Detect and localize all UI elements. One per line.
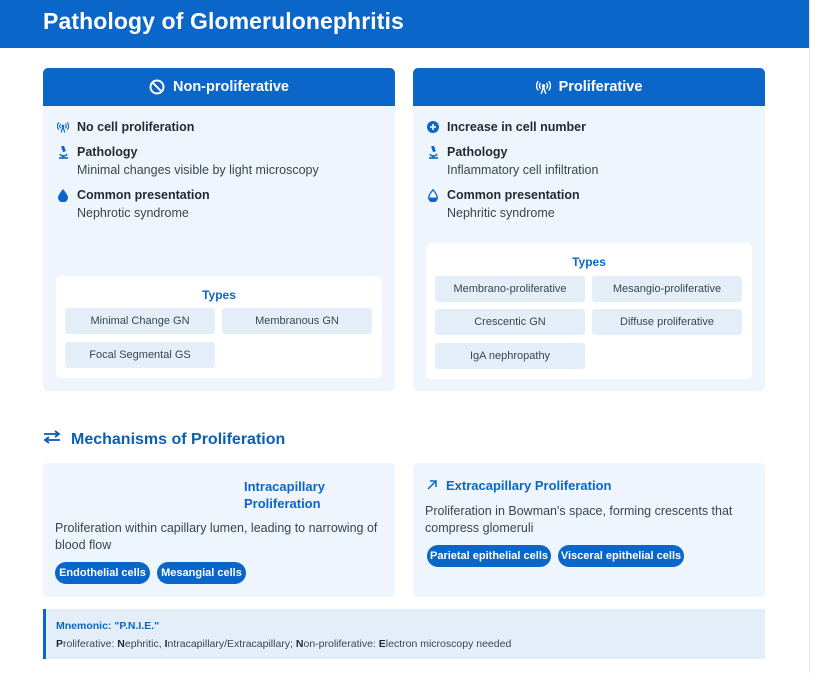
mnemonic-letter: E [378, 638, 386, 650]
intracapillary-description: Proliferation within capillary lumen, le… [55, 520, 377, 554]
mnemonic-letter: P [56, 638, 64, 650]
proliferative-heading: Proliferative [558, 79, 643, 95]
type-chip: Membrano-proliferative [435, 276, 585, 302]
type-chip: Diffuse proliferative [592, 309, 742, 335]
point-label: Increase in cell number [447, 120, 586, 134]
extracapillary-description: Proliferation in Bowman's space, forming… [425, 503, 732, 537]
point-no-proliferation: No cell proliferation [57, 120, 194, 134]
mnemonic-letter: I [164, 638, 168, 650]
type-chip: Minimal Change GN [65, 308, 215, 334]
non-proliferative-card: Non-proliferative No cell proliferation … [43, 68, 395, 391]
proliferative-card: Proliferative Increase in cell number Pa… [413, 68, 765, 391]
heading-text: Extracapillary Proliferation [446, 478, 612, 493]
point-label: Pathology [77, 145, 138, 159]
extracapillary-card: Extracapillary Proliferation Proliferati… [413, 463, 765, 597]
mnemonic-text: ephritic, [124, 638, 165, 650]
broadcast-icon [535, 80, 551, 94]
point-detail: Nephrotic syndrome [77, 206, 189, 220]
heading-line: Intracapillary [244, 479, 325, 494]
type-chip: Crescentic GN [435, 309, 585, 335]
point-label: No cell proliferation [77, 120, 195, 134]
point-label: Common presentation [77, 188, 210, 202]
point-detail: Minimal changes visible by light microsc… [77, 163, 319, 177]
types-title: Types [202, 288, 236, 302]
mechanisms-section-title: Mechanisms of Proliferation [43, 430, 285, 449]
non-proliferative-header: Non-proliferative [43, 68, 395, 106]
mnemonic-text: on-proliferative: [303, 638, 379, 650]
non-proliferative-heading: Non-proliferative [172, 79, 289, 95]
proliferative-header: Proliferative [413, 68, 765, 106]
droplet-icon [57, 188, 69, 202]
intracapillary-heading: Intracapillary Proliferation [244, 478, 325, 512]
heading-line: Proliferation [244, 496, 321, 511]
page-title: Pathology of Glomerulonephritis [43, 8, 404, 34]
tag-visceral-epithelial-cells: Visceral epithelial cells [558, 545, 684, 567]
mnemonic-title: Mnemonic: "P.N.I.E." [56, 620, 160, 632]
point-cell-increase: Increase in cell number [427, 120, 586, 134]
tag-mesangial-cells: Mesangial cells [157, 562, 246, 584]
mnemonic-box: Mnemonic: "P.N.I.E." Proliferative: Neph… [43, 609, 765, 659]
tag-endothelial-cells: Endothelial cells [55, 562, 150, 584]
point-detail: Inflammatory cell infiltration [447, 163, 599, 177]
page-edge-divider [809, 0, 810, 673]
point-label: Common presentation [447, 188, 580, 202]
mechanisms-title-text: Mechanisms of Proliferation [71, 430, 286, 448]
type-chip: IgA nephropathy [435, 343, 585, 369]
broadcast-icon [57, 120, 69, 134]
point-pathology: Pathology Minimal changes visible by lig… [57, 145, 319, 177]
types-title: Types [572, 255, 606, 269]
mnemonic-text: lectron microscopy needed [385, 638, 512, 650]
exchange-arrows-icon [43, 430, 61, 449]
point-presentation: Common presentation Nephritic syndrome [427, 188, 580, 220]
type-chip: Mesangio-proliferative [592, 276, 742, 302]
type-chip: Membranous GN [222, 308, 372, 334]
description-line: Proliferation in Bowman's space, forming… [425, 504, 733, 518]
mnemonic-letter: N [295, 638, 304, 650]
microscope-icon [427, 145, 439, 159]
droplet-half-icon [427, 188, 439, 202]
plus-circle-icon [427, 120, 439, 134]
point-detail: Nephritic syndrome [447, 206, 555, 220]
mnemonic-letter: N [117, 638, 125, 650]
description-line: compress glomeruli [425, 521, 534, 535]
mnemonic-body: Proliferative: Nephritic, Intracapillary… [56, 638, 511, 650]
intracapillary-card: Intracapillary Proliferation Proliferati… [43, 463, 395, 597]
description-line: Proliferation within capillary lumen, le… [55, 521, 378, 535]
mnemonic-text: roliferative: [63, 638, 118, 650]
prohibited-icon [149, 79, 165, 95]
arrow-up-right-icon [427, 478, 437, 493]
type-chip: Focal Segmental GS [65, 342, 215, 368]
tag-parietal-epithelial-cells: Parietal epithelial cells [427, 545, 551, 567]
page-header: Pathology of Glomerulonephritis [0, 0, 809, 48]
non-proliferative-types-box: Types Minimal Change GN Membranous GN Fo… [56, 276, 382, 378]
proliferative-types-box: Types Membrano-proliferative Mesangio-pr… [426, 243, 752, 379]
point-presentation: Common presentation Nephrotic syndrome [57, 188, 210, 220]
mnemonic-text: ntracapillary/Extracapillary; [167, 638, 296, 650]
extracapillary-heading: Extracapillary Proliferation [427, 478, 611, 493]
point-label: Pathology [447, 145, 508, 159]
description-line: blood flow [55, 538, 112, 552]
microscope-icon [57, 145, 69, 159]
point-pathology: Pathology Inflammatory cell infiltration [427, 145, 598, 177]
